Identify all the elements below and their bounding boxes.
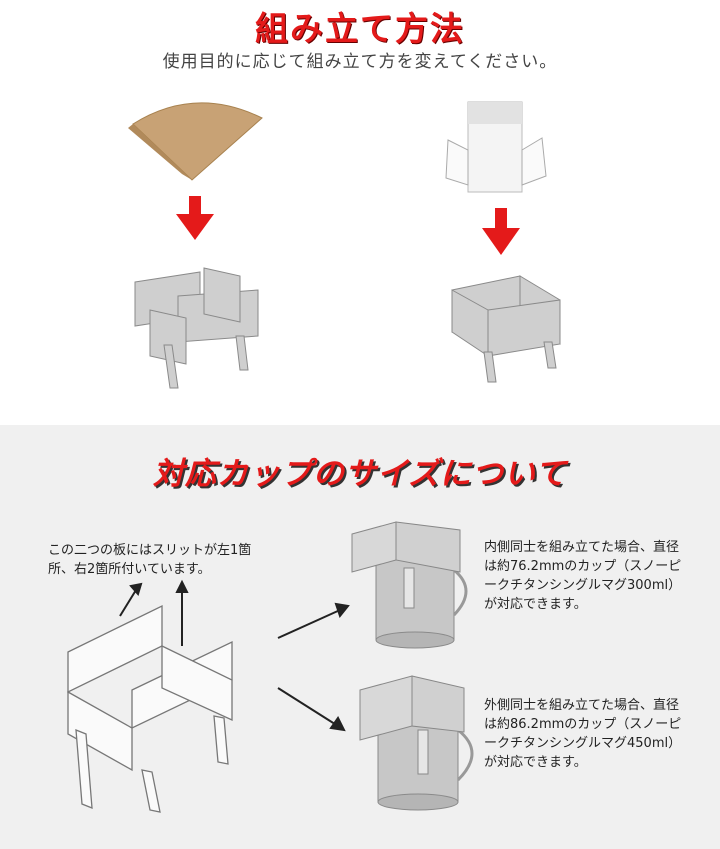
stand-square-image <box>451 275 561 383</box>
assembly-section <box>0 0 720 425</box>
cup-with-stand-outer-image <box>359 675 474 811</box>
pointer-arrow-icon <box>119 579 350 732</box>
slit-note: この二つの板にはスリットが左1箇所、右2箇所付いています。 <box>48 543 252 577</box>
stand-crossed-image <box>134 267 259 389</box>
cup-with-stand-inner-image <box>351 521 468 649</box>
cup-size-title: 対応カップのサイズについて <box>152 456 568 492</box>
assembly-subtitle: 使用目的に応じて組み立て方を変えてください。 <box>162 52 558 72</box>
assembly-title: 組み立て方法 <box>255 9 465 48</box>
plates-diagram <box>67 604 233 813</box>
down-arrow-icon <box>482 208 520 255</box>
paper-filter-image <box>128 102 263 181</box>
down-arrow-icon <box>176 196 214 240</box>
drip-bag-image <box>445 101 547 193</box>
inner-assembly-note: 内側同士を組み立てた場合、直径は約76.2mmのカップ（スノーピークチタンシング… <box>484 540 682 612</box>
outer-assembly-note: 外側同士を組み立てた場合、直径は約86.2mmのカップ（スノーピークチタンシング… <box>484 698 682 770</box>
